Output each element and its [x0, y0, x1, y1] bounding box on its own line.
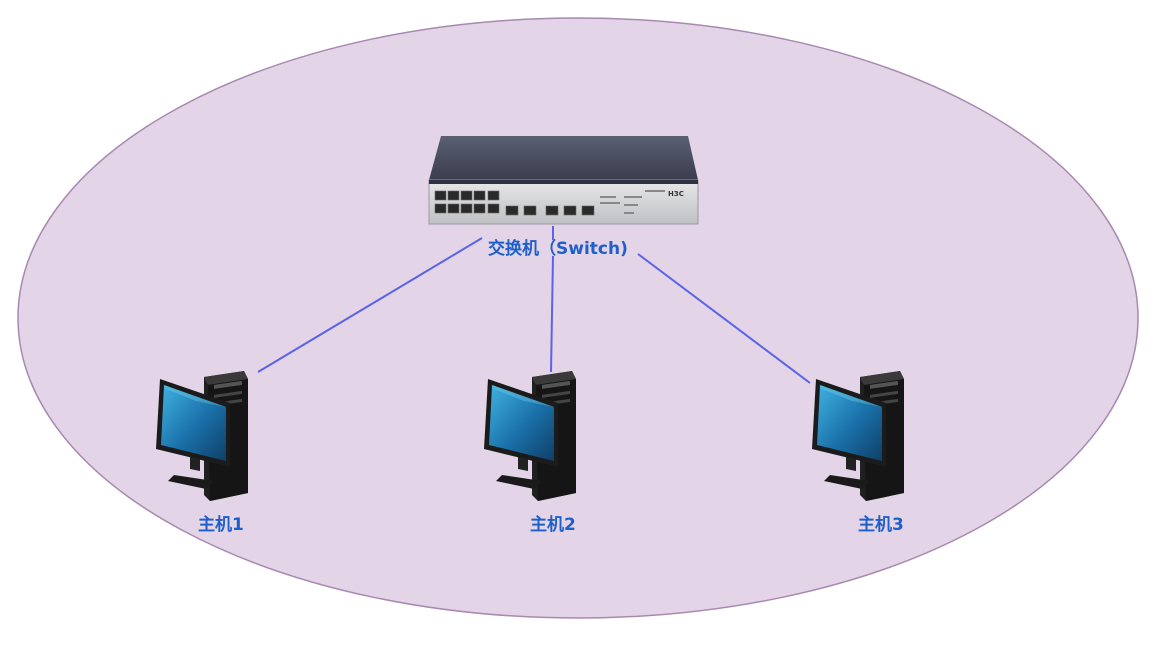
lan-region — [17, 17, 1139, 619]
switch-label: 交换机（Switch) — [488, 239, 628, 259]
link-host3 — [637, 253, 811, 384]
network-switch-icon: H3C — [428, 136, 699, 225]
link-host2 — [550, 255, 554, 373]
host3-label: 主机3 — [858, 515, 904, 535]
link-host1 — [257, 237, 483, 373]
switch-brand: H3C — [668, 190, 684, 198]
host2-label: 主机2 — [530, 515, 576, 535]
host1-label: 主机1 — [198, 515, 244, 535]
